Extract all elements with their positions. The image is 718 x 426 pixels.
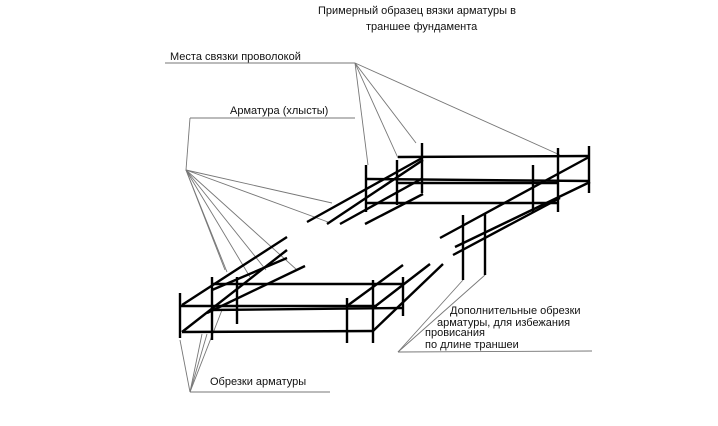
label-rebar-cuts: Обрезки арматуры — [210, 376, 306, 388]
label-tie-points: Места связки проволокой — [170, 51, 301, 63]
middle-extra-cuts — [461, 213, 487, 280]
label-extra-cuts-1: Дополнительные обрезки — [450, 305, 581, 317]
label-rebar: Арматура (хлысты) — [230, 105, 328, 117]
label-extra-cuts-4: по длине траншеи — [425, 339, 519, 351]
leader-lines — [165, 62, 593, 393]
label-extra-cuts-2: арматуры, для избежания — [437, 317, 570, 329]
front-rebar-cage — [178, 235, 444, 343]
title-line-1: Примерный образец вязки арматуры в — [318, 5, 516, 17]
back-rebar-cage — [306, 143, 591, 257]
title-line-2: траншее фундамента — [366, 21, 478, 33]
label-extra-cuts-3: провисания — [425, 327, 485, 339]
